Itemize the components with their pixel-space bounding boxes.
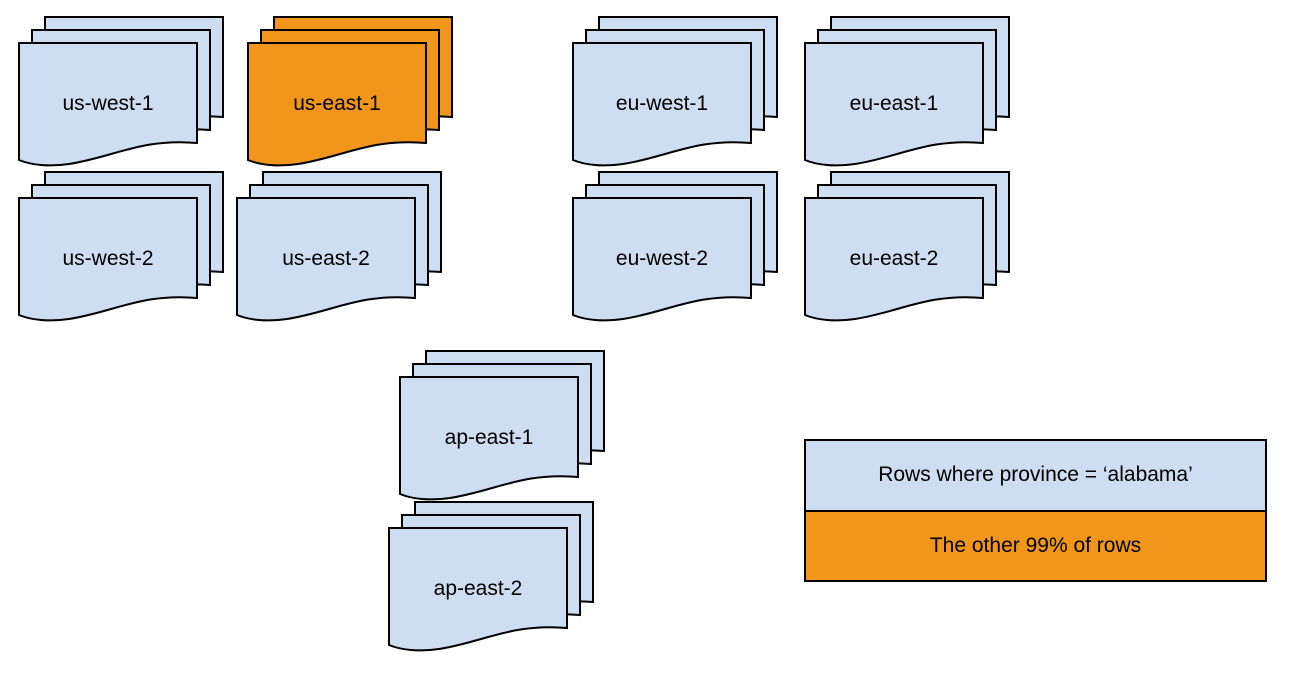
region-label: us-east-1 [293, 92, 381, 115]
doc-stack-eu-east-1: eu-east-1 [804, 16, 1010, 167]
doc-stack-eu-east-2: eu-east-2 [804, 171, 1010, 322]
region-label: ap-east-2 [434, 577, 523, 600]
region-label: eu-west-1 [616, 92, 708, 115]
region-label: us-east-2 [282, 247, 370, 270]
doc-stack-us-west-2: us-west-2 [18, 171, 224, 322]
doc-stack-us-east-1: us-east-1 [247, 16, 453, 167]
region-label: eu-west-2 [616, 247, 708, 270]
legend: Rows where province = ‘alabama’ The othe… [804, 439, 1267, 582]
doc-stack-us-west-1: us-west-1 [18, 16, 224, 167]
region-label: eu-east-1 [850, 92, 939, 115]
doc-stack-eu-west-2: eu-west-2 [572, 171, 778, 322]
doc-stack-us-east-2: us-east-2 [236, 171, 442, 322]
doc-stack-ap-east-2: ap-east-2 [388, 501, 594, 652]
legend-row-other-rows: The other 99% of rows [806, 509, 1265, 580]
region-label: ap-east-1 [445, 426, 534, 449]
region-label: us-west-2 [62, 247, 153, 270]
legend-label-other-rows: The other 99% of rows [929, 533, 1142, 557]
doc-stack-eu-west-1: eu-west-1 [572, 16, 778, 167]
region-label: eu-east-2 [850, 247, 939, 270]
legend-row-alabama: Rows where province = ‘alabama’ [806, 441, 1265, 510]
region-label: us-west-1 [62, 92, 153, 115]
legend-label-alabama: Rows where province = ‘alabama’ [878, 463, 1193, 487]
doc-stack-ap-east-1: ap-east-1 [399, 350, 605, 501]
